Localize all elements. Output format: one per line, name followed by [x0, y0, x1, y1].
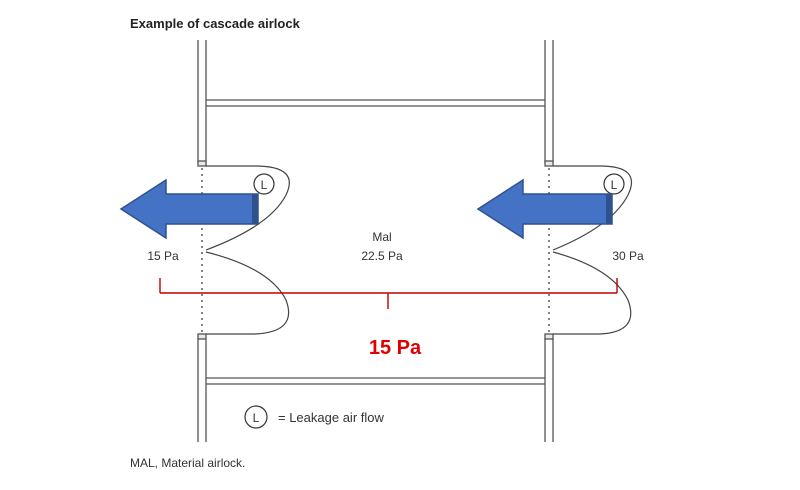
- bottom-wall: [206, 377, 545, 385]
- leak-symbol-left: L: [253, 173, 275, 195]
- legend-symbol: L: [253, 411, 260, 425]
- pressure-difference: 15 Pa: [369, 337, 422, 359]
- legend: L = Leakage air flow: [244, 405, 384, 429]
- left-door-swing: [205, 165, 290, 335]
- footnote: MAL, Material airlock.: [130, 456, 245, 470]
- leak-symbol-letter: L: [611, 178, 618, 192]
- pressure-center: 22.5 Pa: [361, 249, 403, 263]
- right-door-swing: [552, 165, 633, 335]
- leakage-arrow-left: [119, 178, 259, 240]
- pressure-right: 30 Pa: [612, 249, 644, 263]
- leak-symbol-letter: L: [261, 178, 268, 192]
- room-label: Mal: [372, 230, 391, 244]
- top-wall: [206, 99, 545, 107]
- left-wall: [197, 40, 207, 442]
- legend-symbol-circle: [244, 405, 268, 429]
- pressure-left: 15 Pa: [147, 249, 179, 263]
- door-thresholds: [201, 168, 550, 334]
- leakage-arrow-right: [476, 178, 613, 240]
- diagram-title: Example of cascade airlock: [130, 16, 301, 31]
- pressure-bracket: [159, 278, 618, 309]
- right-wall: [544, 40, 554, 442]
- legend-text: = Leakage air flow: [278, 410, 384, 425]
- leak-symbol-right: L: [603, 173, 625, 195]
